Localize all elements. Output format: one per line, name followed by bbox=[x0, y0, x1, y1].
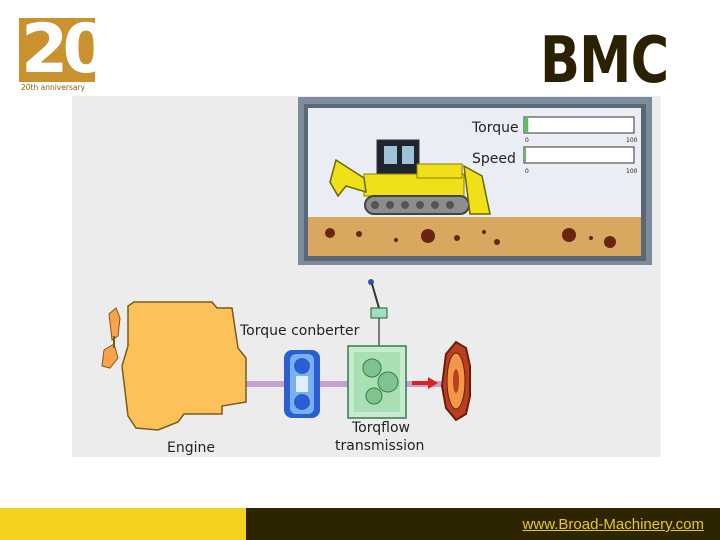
output-arrow-head bbox=[428, 377, 438, 389]
torque-gauge-track bbox=[523, 116, 635, 134]
sprocket bbox=[440, 340, 471, 422]
torque-scale-min: 0 bbox=[525, 137, 529, 144]
torqflow-transmission bbox=[347, 345, 407, 419]
illustration-panel: Torque 0 100 Speed 0 100 bbox=[72, 96, 661, 457]
engine-label: Engine bbox=[167, 440, 215, 456]
drive-shaft bbox=[202, 381, 452, 387]
speed-gauge-track bbox=[523, 146, 635, 164]
torque-gauge-fill bbox=[525, 118, 529, 132]
speed-scale-max: 100 bbox=[626, 168, 638, 175]
footer-right-bar: www.Broad-Machinery.com bbox=[246, 508, 720, 540]
dozer-monitor: Torque 0 100 Speed 0 100 bbox=[298, 97, 652, 265]
torque-scale-max: 100 bbox=[626, 137, 638, 144]
logo-caption: 20th anniversary bbox=[19, 82, 95, 94]
speed-scale-min: 0 bbox=[525, 168, 529, 175]
powertrain-diagram: Torque 0 100 Speed 0 100 bbox=[101, 97, 652, 456]
footer-left-bar bbox=[0, 508, 246, 540]
ground-rocks bbox=[325, 228, 616, 248]
transmission-label-line1: Torqflow bbox=[351, 420, 410, 436]
website-link[interactable]: www.Broad-Machinery.com bbox=[522, 516, 704, 533]
torque-converter-label: Torque conberter bbox=[239, 323, 360, 339]
logo-number: 20 bbox=[21, 18, 95, 89]
speed-gauge-fill bbox=[525, 148, 527, 162]
anniversary-logo: 20 20th anniversary bbox=[19, 18, 95, 94]
gear-lever bbox=[368, 279, 388, 354]
torque-converter bbox=[284, 350, 320, 418]
bulldozer-graphic bbox=[329, 139, 491, 215]
transmission-label-line2: transmission bbox=[335, 438, 424, 454]
speed-label: Speed bbox=[472, 151, 516, 167]
torque-label: Torque bbox=[471, 120, 519, 136]
brand-title: BMC bbox=[540, 24, 669, 98]
engine-block bbox=[101, 301, 247, 431]
monitor-ground bbox=[308, 217, 641, 256]
